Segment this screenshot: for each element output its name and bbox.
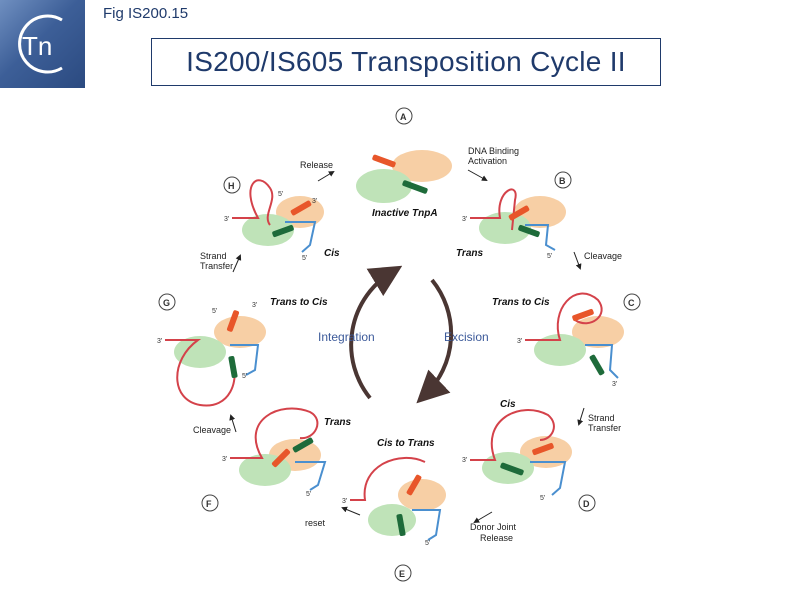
panel-d-5prime: 5' [540, 495, 545, 502]
tn-logo: Tn [0, 0, 85, 88]
cycle-arrow-excision [416, 278, 454, 404]
panel-h-3prime: 3' [224, 216, 229, 223]
panel-f-3prime: 3' [222, 456, 227, 463]
step-donor-joint-1: Donor Joint [470, 522, 517, 532]
step-cleavage-left: Cleavage [193, 425, 231, 435]
figure-label: Fig IS200.15 [103, 5, 189, 22]
panel-f-5prime: 5' [306, 491, 311, 498]
cycle-arrow-integration [349, 265, 403, 400]
panel-h-5prime: 5' [278, 191, 283, 198]
panel-g-5prime-b: 5' [242, 373, 247, 380]
panel-a-stage: Inactive TnpA [372, 208, 438, 219]
page-title: IS200/IS605 Transposition Cycle II [186, 46, 626, 77]
step-labels: Release DNA Binding Activation Cleavage … [193, 146, 622, 543]
panel-g-stage: Trans to Cis [270, 297, 328, 308]
panel-b: B 3' 5' Trans [456, 171, 572, 260]
step-cleavage-right: Cleavage [584, 251, 622, 261]
panel-c-3prime: 3' [517, 338, 522, 345]
step-strand-transfer-left-2: Transfer [200, 261, 233, 271]
step-strand-transfer-right-2: Transfer [588, 423, 621, 433]
logo-text: Tn [22, 31, 52, 61]
panel-f-stage: Trans [324, 417, 351, 428]
panel-b-letter: B [559, 176, 566, 186]
panel-h-letter: H [228, 181, 235, 191]
panel-h-5prime-b: 5' [302, 255, 307, 262]
panel-d-3prime: 3' [462, 457, 467, 464]
panel-d-letter: D [583, 499, 590, 509]
panel-e-3prime: 3' [342, 498, 347, 505]
panel-d: D 3' 5' Cis [462, 399, 596, 512]
step-dna-binding-1: DNA Binding [468, 146, 519, 156]
panel-g-letter: G [163, 298, 170, 308]
step-donor-joint-2: Release [480, 533, 513, 543]
excision-label: Excision [444, 330, 489, 344]
step-strand-transfer-right-1: Strand [588, 413, 615, 423]
panel-h-3prime-b: 3' [312, 198, 317, 205]
panel-e-5prime: 5' [425, 540, 430, 547]
panel-a-letter: A [400, 112, 407, 122]
integration-label: Integration [318, 330, 375, 344]
step-release: Release [300, 160, 333, 170]
panel-h-stage: Cis [324, 248, 340, 259]
panel-e: E 3' 5' Cis to Trans [342, 438, 446, 582]
panel-g-3prime-b: 3' [252, 302, 257, 309]
step-reset: reset [305, 518, 326, 528]
panel-g-3prime: 3' [157, 338, 162, 345]
step-strand-transfer-left-1: Strand [200, 251, 227, 261]
panel-c: C 3' 3' Trans to Cis [492, 292, 641, 388]
panel-d-stage: Cis [500, 399, 516, 410]
panel-f-letter: F [206, 499, 212, 509]
panel-e-stage: Cis to Trans [377, 438, 435, 449]
step-dna-binding-2: Activation [468, 156, 507, 166]
title-box: IS200/IS605 Transposition Cycle II [151, 38, 661, 86]
panel-f: F 3' 5' Trans [201, 407, 351, 512]
panel-g: G 3' 5' 3' 5' Trans to Cis [157, 293, 328, 407]
panel-b-5prime: 5' [547, 253, 552, 260]
panel-c-3prime-b: 3' [612, 381, 617, 388]
panel-e-letter: E [399, 569, 405, 579]
panel-b-stage: Trans [456, 248, 483, 259]
panel-c-stage: Trans to Cis [492, 297, 550, 308]
panel-a: A Inactive TnpA [356, 107, 452, 219]
panel-c-letter: C [628, 298, 635, 308]
panel-b-3prime: 3' [462, 216, 467, 223]
panel-h: H 3' 5' 3' 5' Cis [223, 176, 340, 262]
panel-g-5prime: 5' [212, 308, 217, 315]
